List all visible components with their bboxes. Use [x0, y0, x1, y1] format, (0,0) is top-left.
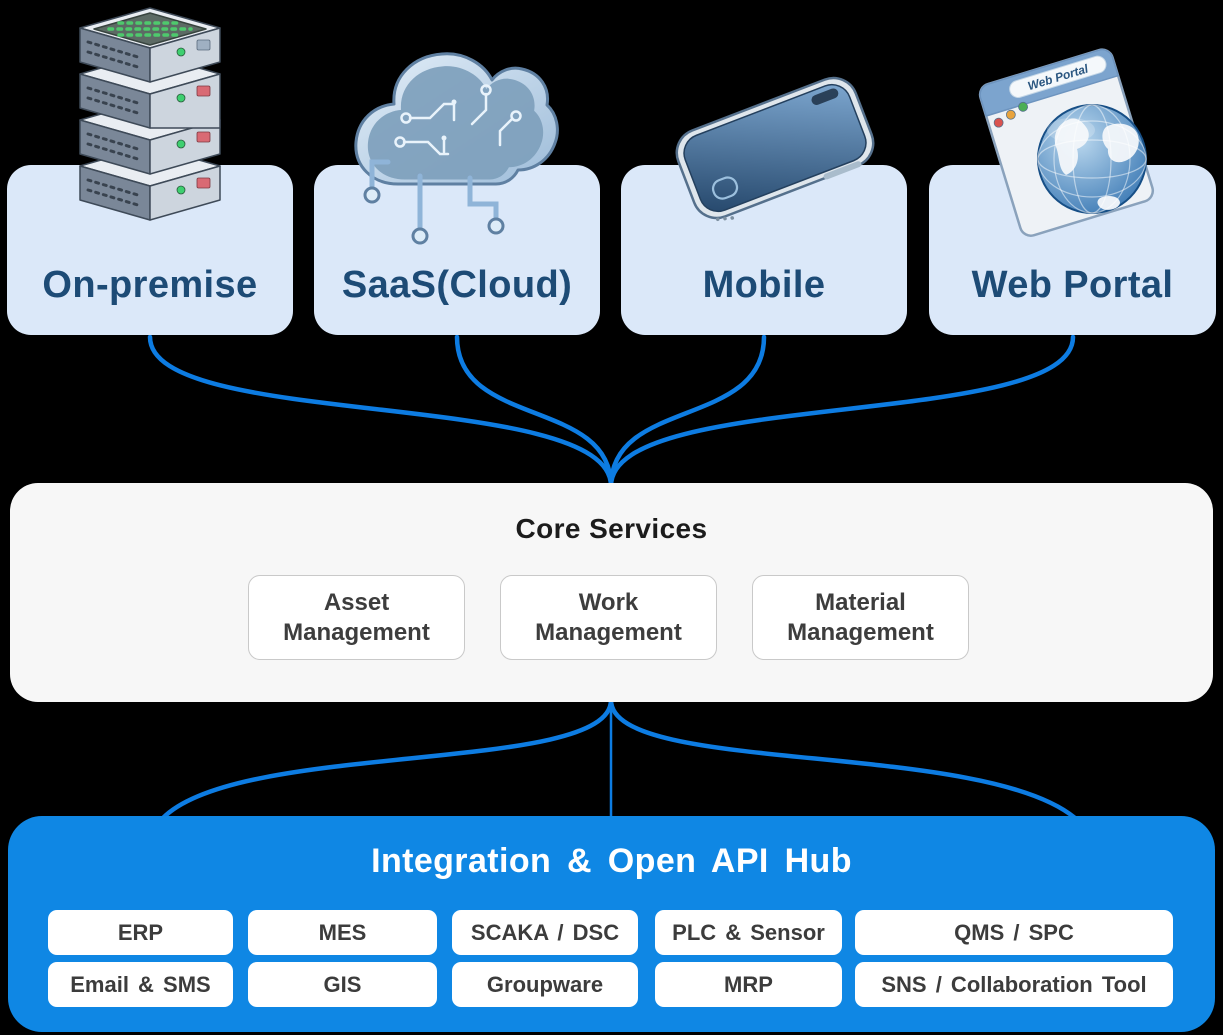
connector-core-to-hub-right [608, 697, 1078, 821]
module-box-material-management: Material Management [752, 575, 969, 660]
service-label: SaaS(Cloud) [341, 264, 573, 306]
circuit-cloud-icon [354, 52, 559, 245]
service-box-on-premise: On-premise [7, 165, 293, 335]
server-stack-icon [79, 7, 221, 221]
hub-pill-mes: MES [248, 910, 437, 955]
module-box-work-management: Work Management [500, 575, 717, 660]
integration-api-hub-panel: Integration & Open API Hub ERP MES SCAKA… [8, 816, 1215, 1032]
web-browser-globe-icon: Web Portal [978, 48, 1155, 237]
module-box-asset-management: Asset Management [248, 575, 465, 660]
service-label: Mobile [702, 264, 826, 306]
hub-pill-gis: GIS [248, 962, 437, 1007]
hub-pill-qms-spc: QMS / SPC [855, 910, 1173, 955]
service-label: Web Portal [971, 264, 1174, 306]
hub-pill-groupware: Groupware [452, 962, 638, 1007]
hub-pill-plc-sensor: PLC & Sensor [655, 910, 842, 955]
smartphone-icon [675, 76, 875, 222]
connector-saas-to-core [454, 334, 614, 489]
core-services-title: Core Services [515, 513, 708, 544]
connector-on-premise-to-core [147, 334, 614, 489]
hub-title: Integration & Open API Hub [371, 842, 852, 880]
traffic-lights-icon [993, 101, 1028, 128]
hub-pill-erp: ERP [48, 910, 233, 955]
connector-core-to-hub-left [160, 697, 614, 821]
service-box-saas-cloud: SaaS(Cloud) [314, 165, 600, 335]
hub-pill-mrp: MRP [655, 962, 842, 1007]
service-label: On-premise [42, 264, 258, 306]
globe-icon [1037, 104, 1147, 214]
connector-mobile-to-core [608, 334, 767, 489]
hub-pill-sns-collaboration-tool: SNS / Collaboration Tool [855, 962, 1173, 1007]
core-services-panel: Core Services Asset Management Work Mana… [10, 483, 1213, 702]
hub-pill-scaka-dsc: SCAKA / DSC [452, 910, 638, 955]
hub-pill-email-sms: Email & SMS [48, 962, 233, 1007]
connector-webportal-to-core [608, 334, 1076, 489]
